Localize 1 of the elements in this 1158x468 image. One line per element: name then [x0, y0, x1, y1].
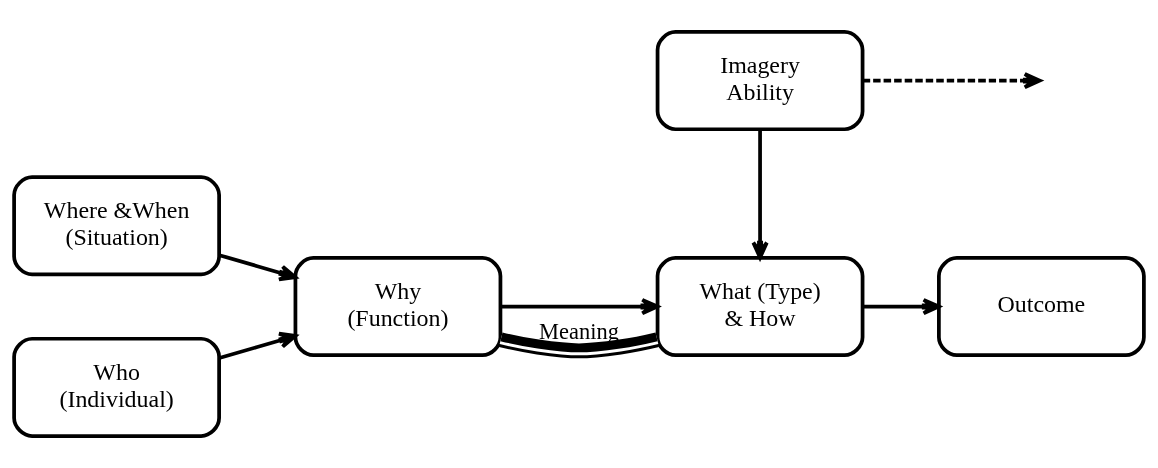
edge-label: Meaning — [539, 319, 619, 345]
